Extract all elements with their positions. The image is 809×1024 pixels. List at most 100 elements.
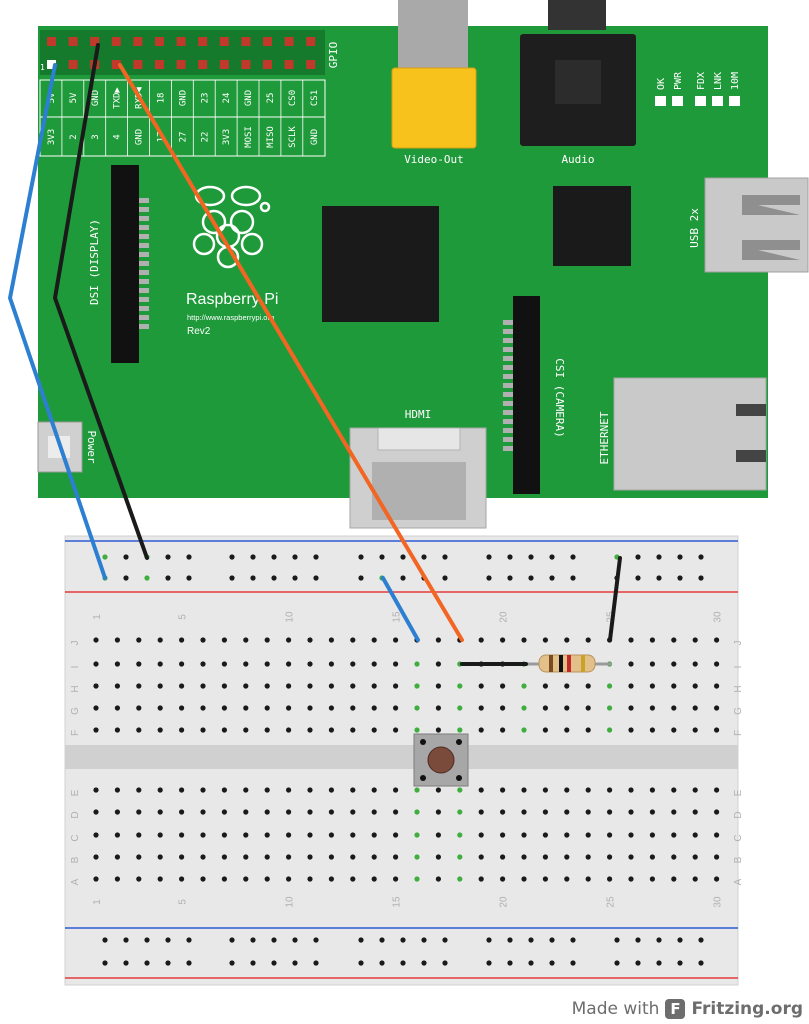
- breadboard-rail-hole: [250, 937, 256, 943]
- breadboard-hole: [157, 787, 163, 793]
- breadboard-rail-hole: [144, 960, 150, 966]
- breadboard-rail-hole: [313, 937, 319, 943]
- breadboard-hole: [221, 637, 227, 643]
- pin-label: 27: [178, 132, 188, 143]
- breadboard-hole: [521, 727, 527, 733]
- status-led-label: 10M: [730, 72, 741, 90]
- breadboard-hole: [157, 661, 163, 667]
- column-number: 5: [178, 614, 189, 620]
- pin-label: 5V: [47, 92, 57, 103]
- breadboard-hole: [714, 637, 720, 643]
- breadboard-hole: [500, 727, 506, 733]
- contact: [139, 270, 149, 275]
- breadboard-hole: [179, 661, 185, 667]
- wire-3v3-blue: [8, 63, 107, 580]
- breadboard-hole: [243, 787, 249, 793]
- breadboard-hole: [286, 787, 292, 793]
- breadboard-hole: [649, 683, 656, 689]
- row-letter: B: [733, 856, 744, 863]
- pin-label: 18: [157, 93, 167, 104]
- breadboard-hole: [328, 832, 334, 838]
- breadboard-hole: [200, 832, 206, 838]
- row-letter: B: [70, 856, 81, 863]
- breadboard-hole: [307, 727, 313, 733]
- breadboard-hole: [136, 876, 142, 882]
- breadboard-hole: [585, 787, 591, 793]
- breadboard-hole: [371, 727, 377, 733]
- breadboard-rail-hole: [313, 575, 319, 581]
- breadboard-rail-hole: [421, 554, 427, 560]
- breadboard-rail-hole: [614, 960, 620, 966]
- breadboard-rail-hole: [635, 575, 641, 581]
- pin-label: 24: [222, 93, 232, 104]
- wire-gnd-black: [53, 43, 149, 560]
- breadboard-rail-hole: [486, 937, 492, 943]
- breadboard-hole: [114, 637, 120, 643]
- breadboard-hole: [307, 661, 313, 667]
- breadboard-rail-hole: [229, 937, 235, 943]
- breadboard-rail-hole: [442, 937, 448, 943]
- breadboard-hole: [264, 683, 270, 689]
- status-led: [729, 96, 740, 106]
- breadboard-hole: [585, 727, 591, 733]
- contact: [139, 306, 149, 311]
- breadboard-hole: [714, 832, 720, 838]
- breadboard-hole: [628, 876, 634, 882]
- breadboard-hole: [607, 876, 613, 882]
- breadboard-hole: [714, 876, 720, 882]
- breadboard-hole: [628, 787, 634, 793]
- dsi-label: DSI (DISPLAY): [88, 219, 101, 305]
- breadboard-hole: [393, 787, 399, 793]
- breadboard-hole: [286, 683, 292, 689]
- breadboard-hole: [371, 661, 377, 667]
- breadboard-rail-hole: [698, 937, 704, 943]
- breadboard-hole: [457, 787, 463, 793]
- breadboard-hole: [671, 787, 677, 793]
- column-number: 1: [92, 614, 103, 620]
- gpio-label: GPIO: [327, 42, 340, 69]
- breadboard-rail-hole: [486, 575, 492, 581]
- breadboard-hole: [350, 809, 356, 815]
- gpio-pin: [68, 60, 78, 69]
- breadboard-hole: [93, 683, 99, 689]
- breadboard-rail-hole: [549, 554, 555, 560]
- breadboard-hole: [243, 809, 249, 815]
- breadboard-hole: [521, 832, 527, 838]
- column-number: 20: [499, 611, 510, 623]
- breadboard-rail-hole: [123, 960, 129, 966]
- resistor-band: [581, 655, 585, 672]
- breadboard-rail-hole: [677, 960, 683, 966]
- breadboard-rail-hole: [271, 960, 277, 966]
- breadboard-hole: [521, 876, 527, 882]
- row-letter: J: [733, 641, 744, 646]
- status-led-label: FDX: [696, 72, 707, 90]
- breadboard-hole: [478, 876, 484, 882]
- resistor: [526, 654, 612, 673]
- breadboard-hole: [628, 705, 634, 711]
- breadboard-hole: [671, 854, 677, 860]
- push-button: [413, 733, 469, 787]
- breadboard-hole: [264, 637, 270, 643]
- breadboard-hole: [521, 854, 527, 860]
- breadboard-hole: [692, 683, 698, 689]
- breadboard-hole: [714, 683, 720, 689]
- breadboard-rail-hole: [144, 937, 150, 943]
- gpio-pin: [155, 37, 164, 46]
- breadboard-rail-hole: [102, 937, 108, 943]
- breadboard-hole: [414, 876, 420, 882]
- breadboard-hole: [500, 705, 506, 711]
- breadboard-hole: [350, 661, 356, 667]
- breadboard-hole: [371, 637, 377, 643]
- breadboard-hole: [692, 876, 698, 882]
- audio-label: Audio: [561, 153, 594, 166]
- push-button-cap: [427, 746, 455, 774]
- breadboard-rail-hole: [358, 937, 364, 943]
- pin-label: GND: [244, 90, 254, 106]
- breadboard-hole: [671, 727, 677, 733]
- gpio-pins: [47, 37, 316, 69]
- breadboard-rail-hole: [698, 960, 704, 966]
- breadboard-rail-hole: [528, 554, 534, 560]
- breadboard-hole: [264, 809, 270, 815]
- breadboard-hole: [93, 705, 99, 711]
